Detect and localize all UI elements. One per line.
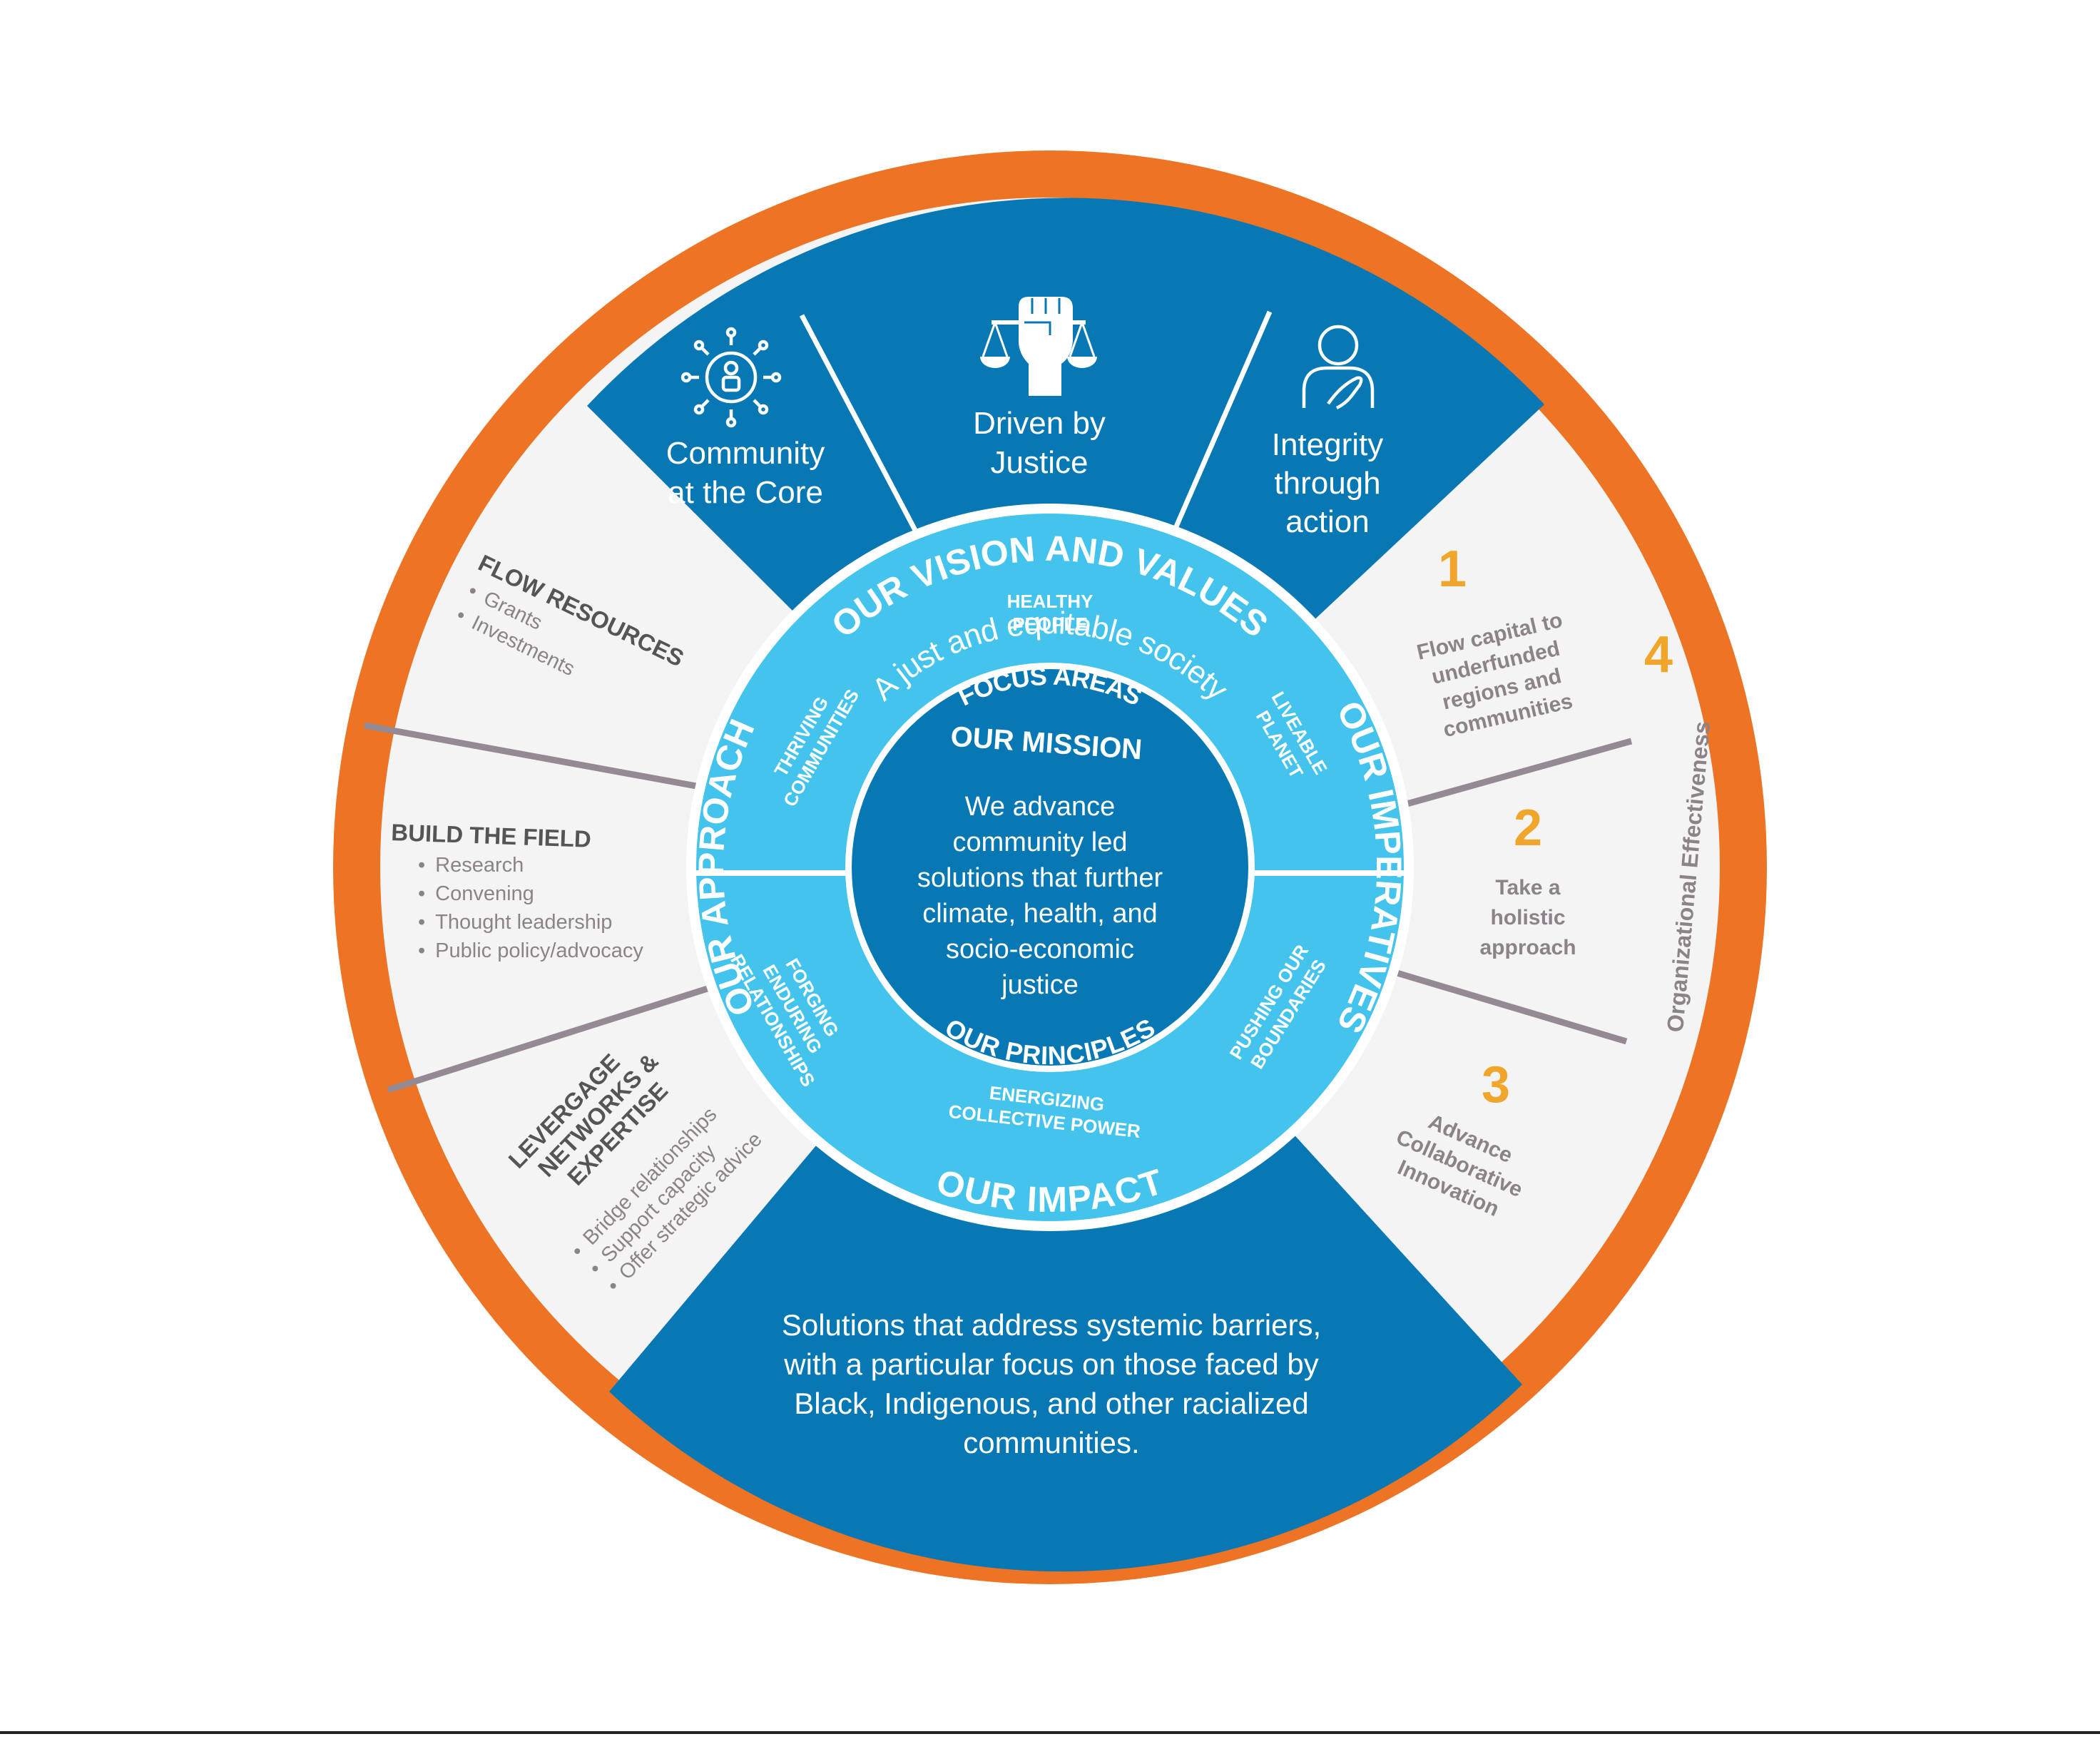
- approach-divider-1: [364, 722, 705, 791]
- imperatives-divider-1: [1395, 738, 1633, 810]
- value-integrity: Integrity through action: [1272, 427, 1384, 539]
- mission-statement: We advance community led solutions that …: [917, 792, 1163, 1000]
- impact-line3: Black, Indigenous, and other racialized: [794, 1387, 1308, 1420]
- mission-line1: We advance: [965, 792, 1116, 822]
- imperative-1-number: 1: [1438, 541, 1467, 598]
- mission-line6: justice: [1001, 970, 1079, 1000]
- imperative-2-line2: holistic: [1490, 906, 1565, 929]
- community-icon: [681, 327, 782, 428]
- justice-fist-scales-icon: [980, 297, 1097, 396]
- imperative-3-number: 3: [1482, 1056, 1510, 1113]
- mission-line5: socio-economic: [946, 934, 1134, 964]
- approach-build-the-field: BUILD THE FIELD •Research •Convening •Th…: [391, 819, 644, 962]
- impact-line2: with a particular focus on those faced b…: [783, 1347, 1318, 1381]
- impact-line4: communities.: [963, 1426, 1139, 1459]
- imperative-4-number: 4: [1644, 626, 1673, 683]
- mission-circle: [852, 669, 1248, 1066]
- imperative-2-number: 2: [1514, 800, 1542, 857]
- imperative-2-line3: approach: [1479, 936, 1576, 959]
- build-item-thought-leadership: •Thought leadership: [418, 911, 612, 934]
- value-integrity-line3: action: [1285, 504, 1369, 539]
- value-justice-line2: Justice: [991, 445, 1089, 480]
- value-justice-line1: Driven by: [973, 406, 1106, 441]
- value-community: Community at the Core: [666, 436, 825, 510]
- integrity-person-icon: [1302, 325, 1375, 410]
- impact-statement: Solutions that address systemic barriers…: [782, 1308, 1321, 1459]
- imperative-2-line1: Take a: [1495, 876, 1560, 899]
- value-community-line2: at the Core: [668, 475, 823, 510]
- impact-line1: Solutions that address systemic barriers…: [782, 1308, 1321, 1342]
- mission-line2: community led: [953, 827, 1128, 857]
- value-integrity-line2: through: [1274, 466, 1380, 501]
- value-justice: Driven by Justice: [973, 406, 1106, 480]
- value-community-line1: Community: [666, 436, 825, 471]
- approach-divider-2: [387, 984, 711, 1093]
- vision-separator-right: [1164, 310, 1273, 549]
- build-item-research: •Research: [418, 854, 524, 877]
- imperative-2-text: Take a holistic approach: [1479, 876, 1576, 959]
- value-integrity-line1: Integrity: [1272, 427, 1384, 462]
- focus-healthy-people: HEALTHY PEOPLE: [1007, 591, 1094, 635]
- build-item-convening: •Convening: [418, 882, 534, 905]
- focus-healthy-line2: PEOPLE: [1012, 613, 1087, 635]
- build-item-public-policy: •Public policy/advocacy: [418, 939, 643, 962]
- vision-separator-left: [799, 314, 927, 549]
- bottom-rule: [0, 1731, 2100, 1734]
- mission-line4: climate, health, and: [922, 899, 1158, 929]
- focus-healthy-line1: HEALTHY: [1007, 591, 1094, 612]
- imperatives-divider-2: [1386, 967, 1628, 1045]
- mission-line3: solutions that further: [917, 863, 1163, 893]
